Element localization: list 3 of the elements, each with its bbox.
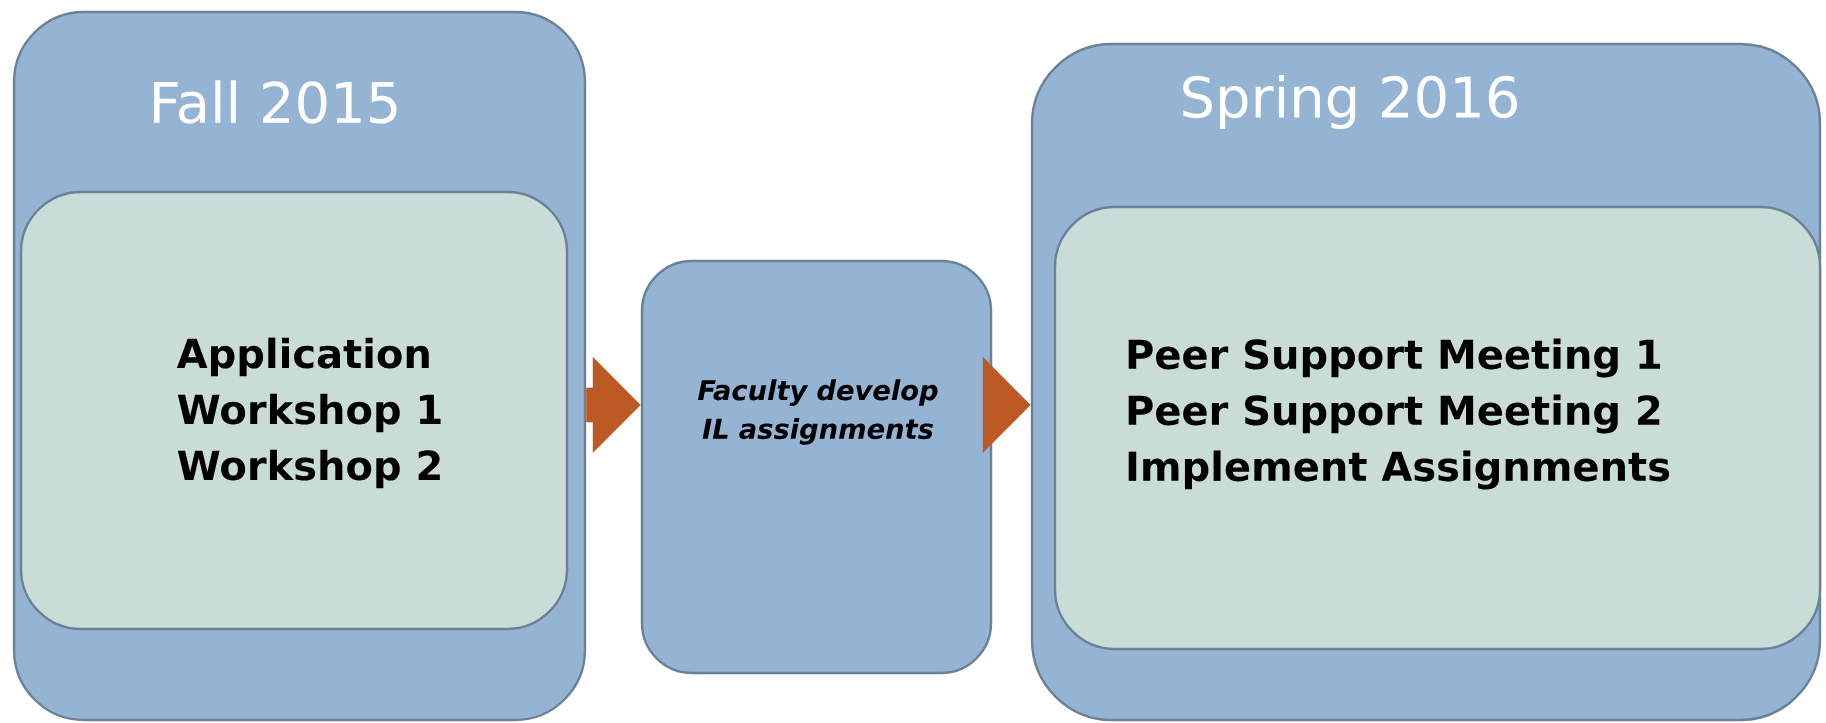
- activity-box: Peer Support Meeting 1 Peer Support Meeting 2 Implement Assignments: [1053, 205, 1822, 651]
- activity-box: Application Workshop 1 Workshop 2: [19, 190, 569, 631]
- step-box: Faculty develop IL assignments: [640, 259, 993, 675]
